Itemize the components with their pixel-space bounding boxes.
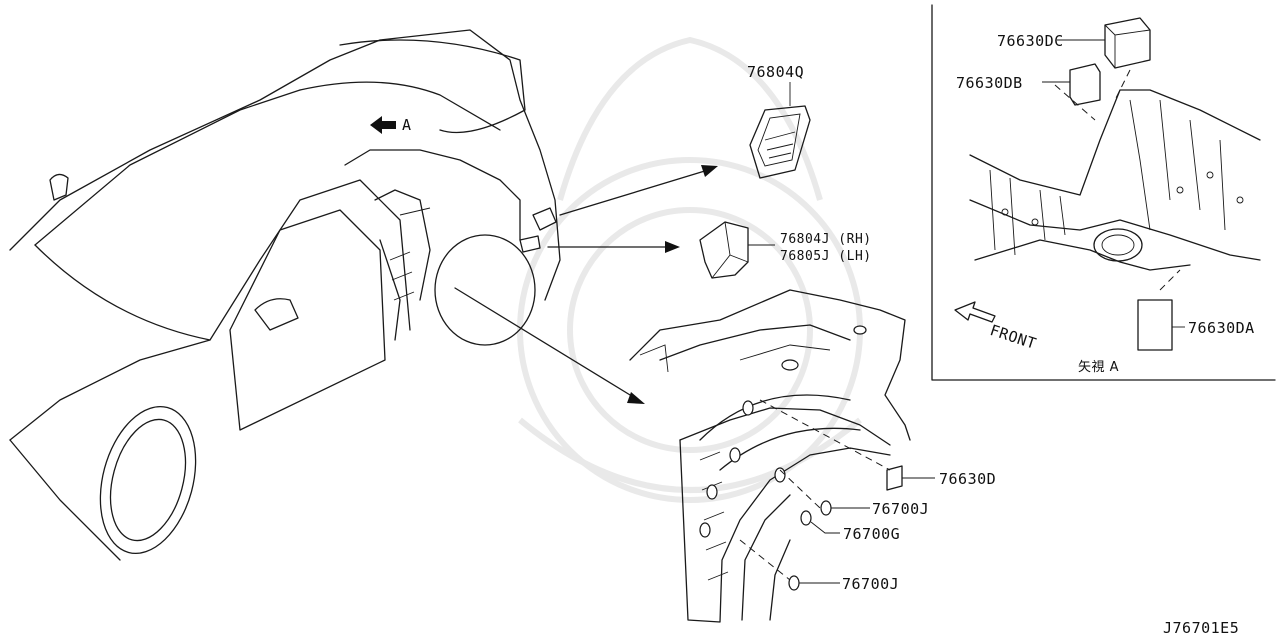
part-label-76630db: 76630DB [956, 74, 1023, 92]
plug-76700j-upper [820, 500, 870, 516]
leader-arrows [454, 165, 718, 404]
part-label-76700g: 76700G [843, 525, 901, 543]
plug-76700j-lower [788, 575, 840, 591]
label-leader-lines [748, 82, 791, 246]
wheelhouse-panel-illustration [629, 289, 911, 623]
part-label-76630dc: 76630DC [997, 32, 1064, 50]
part-label-76804q: 76804Q [747, 63, 805, 81]
part-label-76630da: 76630DA [1188, 319, 1255, 337]
part-76804j-illustration [699, 221, 749, 279]
part-label-76700j-upper: 76700J [872, 500, 930, 518]
part-label-76805j: 76805J (LH) [780, 249, 872, 264]
part-label-76630d: 76630D [939, 470, 997, 488]
part-76804q-illustration [749, 105, 811, 179]
view-a-inset [931, 4, 1276, 381]
part-76630d-illustration [886, 465, 935, 491]
part-label-76804j: 76804J (RH) [780, 232, 872, 247]
part-label-76700j-lower: 76700J [842, 575, 900, 593]
diagram-code: J76701E5 [1163, 619, 1240, 637]
plug-76700g [800, 510, 840, 534]
view-a-arrow-icon [370, 116, 396, 134]
view-marker-label: A [402, 116, 412, 134]
view-a-caption: 矢視 A [1078, 360, 1120, 375]
front-arrow-icon [954, 301, 996, 323]
car-body-illustration [9, 29, 561, 561]
watermark-emblem [517, 36, 863, 503]
dashed-leaders [739, 399, 891, 581]
